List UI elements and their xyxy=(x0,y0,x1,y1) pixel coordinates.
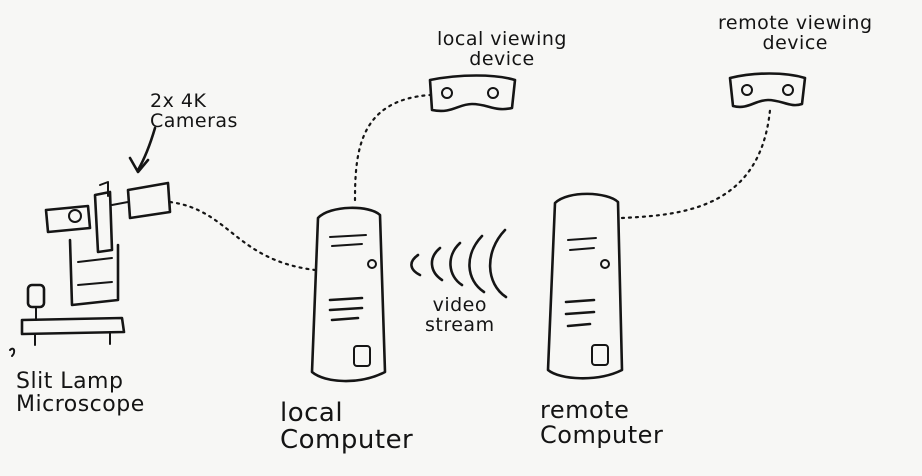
stray-mark xyxy=(9,347,16,357)
remote-computer-to-remote-viewer-link xyxy=(620,108,772,220)
remote-computer-icon xyxy=(546,192,624,380)
camera-to-local-computer-link xyxy=(168,200,317,272)
local-computer-icon xyxy=(310,206,387,383)
local-computer-to-local-viewer-link xyxy=(353,93,432,202)
slit-lamp-microscope-icon xyxy=(20,181,172,346)
remote-viewing-device-icon xyxy=(728,72,807,109)
wireless-signal-icon xyxy=(410,228,508,299)
camera-pointer-arrow xyxy=(136,126,157,172)
local-viewing-device-icon xyxy=(428,74,517,113)
